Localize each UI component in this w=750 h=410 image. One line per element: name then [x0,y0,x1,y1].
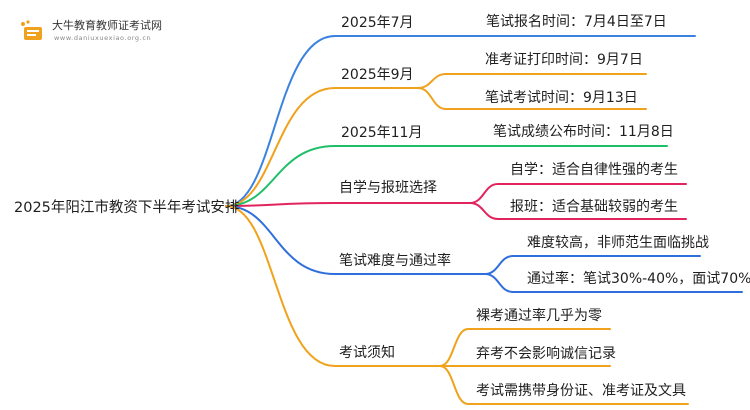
leaf-class: 报班：适合基础较弱的考生 [510,199,678,215]
logo-url: www.daniuxuexiao.org.cn [54,34,152,42]
leaf-absence: 弃考不会影响诚信记录 [476,346,616,362]
root-node: 2025年阳江市教资下半年考试安排 [14,200,240,216]
branch-study-choice: 自学与报班选择 [339,180,437,196]
leaf-materials: 考试需携带身份证、准考证及文具 [476,383,686,399]
book-logo-icon [21,20,42,40]
leaf-no-prep: 裸考通过率几乎为零 [476,308,602,324]
leaf-score-release: 笔试成绩公布时间：11月8日 [493,124,674,140]
connector-l1-4 [225,205,486,275]
connector-l2-1-1 [417,87,647,110]
connector-l1-3 [225,202,471,207]
leaf-pass-rate: 通过率：笔试30%-40%，面试70% [527,271,750,287]
connector-l2-4-1 [484,273,743,293]
leaf-self-study: 自学：适合自律性强的考生 [510,162,678,178]
branch-nov: 2025年11月 [341,125,423,141]
branch-sep: 2025年9月 [341,67,414,83]
leaf-difficulty: 难度较高，非师范生面临挑战 [527,235,709,251]
leaf-registration: 笔试报名时间：7月4日至7日 [486,14,667,30]
connector-l2-1-0 [417,73,647,89]
branch-jul: 2025年7月 [341,15,414,31]
connector-l1-1 [225,87,419,207]
connector-l2-3-1 [469,202,687,220]
connector-l1-5 [225,205,441,367]
connector-l2-5-0 [439,328,611,367]
connector-l1-2 [225,145,419,207]
branch-notes: 考试须知 [339,345,395,361]
connector-l2-3-0 [469,183,687,204]
leaf-exam-date: 笔试考试时间：9月13日 [485,90,638,106]
connector-l1-0 [225,35,419,207]
branch-difficulty: 笔试难度与通过率 [339,253,451,269]
connector-l2-4-0 [484,255,701,275]
leaf-admission-print: 准考证打印时间：9月7日 [485,52,643,68]
connector-l2-5-2 [439,365,689,405]
logo-title: 大牛教育教师证考试网 [52,19,162,32]
